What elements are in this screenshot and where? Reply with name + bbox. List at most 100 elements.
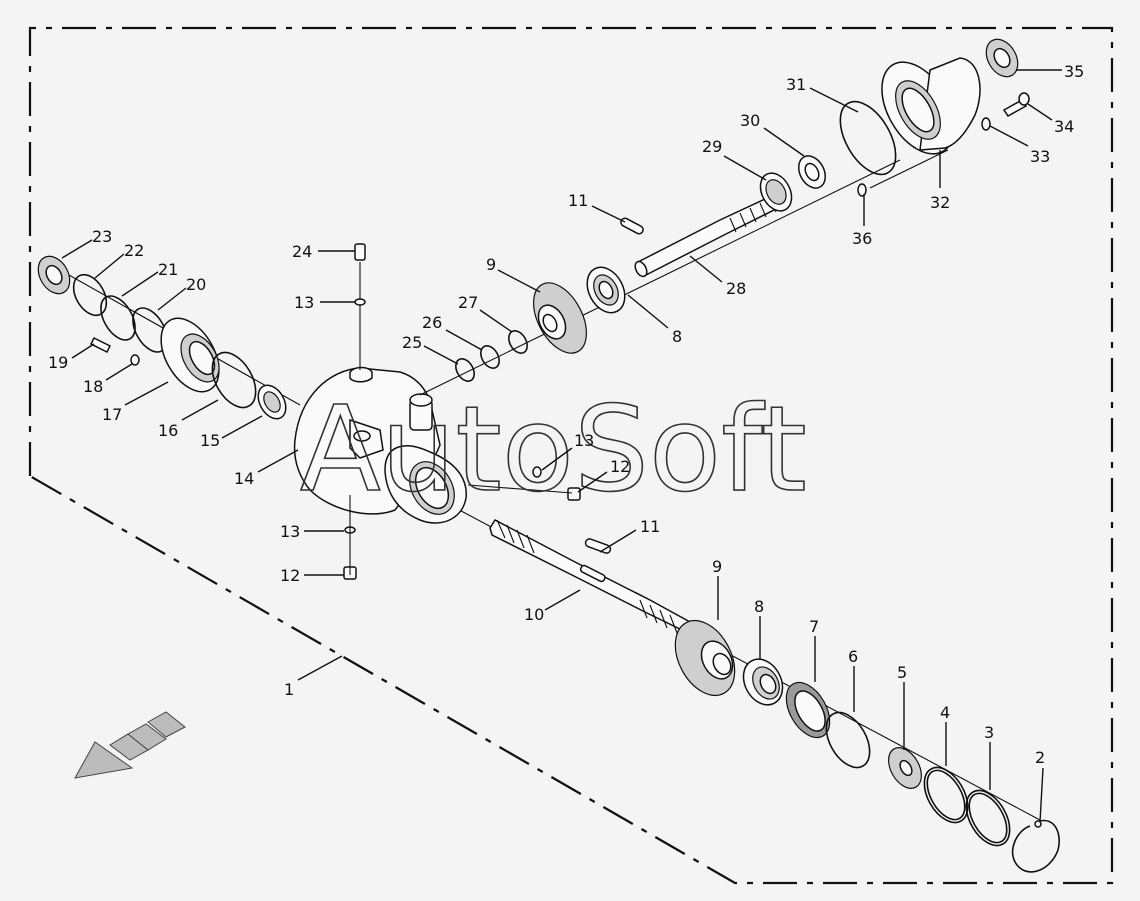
castle-nut [797,155,827,189]
svg-text:18: 18 [83,377,103,396]
svg-text:30: 30 [740,111,760,130]
svg-text:35: 35 [1064,62,1084,81]
svg-text:33: 33 [1030,147,1050,166]
assembly-frame [28,26,1114,885]
callout-25: 25 [402,333,459,365]
callout-32: 32 [930,150,950,212]
small-o-ring-26 [480,345,500,369]
svg-text:28: 28 [726,279,746,298]
callout-21: 21 [121,260,178,297]
svg-text:25: 25 [402,333,422,352]
callout-11-upper: 11 [568,191,626,223]
svg-text:9: 9 [486,255,496,274]
callout-16: 16 [158,399,219,440]
callout-22: 22 [94,241,144,279]
svg-text:19: 19 [48,353,68,372]
callout-18: 18 [83,363,133,396]
svg-text:16: 16 [158,421,178,440]
lower-ring-4 [923,766,969,824]
svg-text:13: 13 [280,522,300,541]
lower-shaft [489,519,691,634]
side-plug-line [467,484,573,494]
callout-34: 34 [1027,103,1074,136]
callout-14: 14 [234,449,299,488]
upper-axis-line [419,159,901,396]
lower-bearing [742,658,784,706]
lower-seal [785,681,831,739]
left-circlip-22 [72,273,108,317]
svg-text:31: 31 [786,75,806,94]
svg-text:27: 27 [458,293,478,312]
gearbox-housing [293,366,467,524]
svg-text:8: 8 [754,597,764,616]
left-o-ring-16 [211,351,257,409]
svg-text:6: 6 [848,647,858,666]
svg-text:21: 21 [158,260,178,279]
svg-text:10: 10 [524,605,544,624]
callout-12-side: 12 [577,457,630,493]
left-ring-21 [100,295,136,341]
svg-text:17: 17 [102,405,122,424]
callout-13-bottom: 13 [280,522,344,541]
bearing-29 [759,172,793,212]
upper-key [620,217,644,235]
lower-key [584,538,612,554]
washer-36 [857,183,867,197]
lower-ring-3 [965,789,1011,847]
svg-text:13: 13 [294,293,314,312]
callout-24: 24 [292,242,355,261]
callout-6: 6 [848,647,858,712]
flange-leader [869,149,949,189]
svg-text:5: 5 [897,663,907,682]
callout-27: 27 [458,293,513,333]
callout-13-side: 13 [541,431,594,471]
svg-text:23: 23 [92,227,112,246]
callout-8-lower: 8 [754,597,764,660]
large-o-ring-31 [839,100,897,176]
upper-seal [985,38,1019,78]
bolt-34 [1002,92,1030,117]
callout-13-top: 13 [294,293,355,312]
callout-31: 31 [786,75,859,113]
svg-text:22: 22 [124,241,144,260]
callout-33: 33 [989,125,1050,166]
lower-o-ring [825,711,871,769]
top-washer-13 [354,298,366,306]
flange-housing [881,57,981,155]
svg-text:14: 14 [234,469,254,488]
callout-36: 36 [852,194,872,248]
left-bearing-15 [257,384,287,420]
callout-3: 3 [984,723,994,790]
callout-10: 10 [524,589,581,624]
svg-text:11: 11 [568,191,588,210]
upper-bevel-gear [533,282,587,354]
svg-text:8: 8 [672,327,682,346]
callout-30: 30 [740,111,805,157]
svg-text:20: 20 [186,275,206,294]
callout-23: 23 [61,227,112,259]
left-seal-23 [37,255,71,295]
callout-19: 19 [48,343,95,372]
callout-8-upper: 8 [627,294,682,346]
view-direction-arrow-icon [74,711,186,779]
upper-bearing [586,266,626,314]
svg-text:32: 32 [930,193,950,212]
bolt-19 [89,336,112,354]
callout-17: 17 [102,381,169,424]
callout-2: 2 [1035,748,1045,823]
svg-text:4: 4 [940,703,950,722]
callout-9-upper: 9 [486,255,541,293]
callout-4: 4 [940,703,950,766]
callout-35: 35 [1016,62,1084,81]
svg-text:7: 7 [809,617,819,636]
svg-text:34: 34 [1054,117,1074,136]
svg-text:9: 9 [712,557,722,576]
callout-15: 15 [200,415,263,450]
small-o-ring-27 [508,330,528,354]
callout-12-bottom: 12 [280,566,344,585]
side-plug-12 [567,487,581,501]
svg-text:15: 15 [200,431,220,450]
lower-circlip [1011,819,1060,873]
svg-text:2: 2 [1035,748,1045,767]
